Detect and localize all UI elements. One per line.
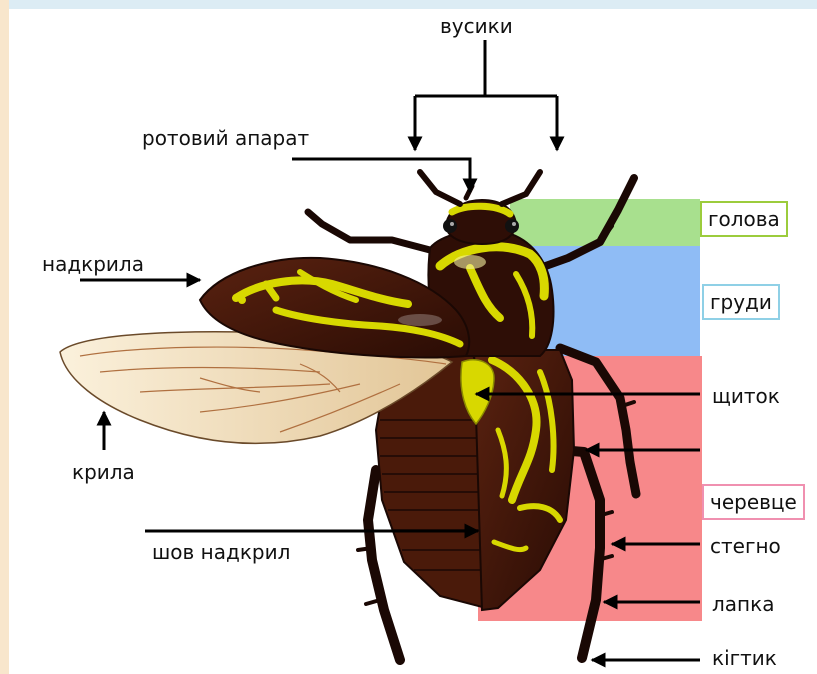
label-femur: стегно — [710, 536, 781, 556]
label-mouthparts: ротовий апарат — [142, 128, 309, 148]
label-claw: кігтик — [712, 648, 777, 668]
label-abdomen: черевце — [702, 484, 805, 520]
label-tarsus: лапка — [712, 594, 774, 614]
label-scutellum: щиток — [712, 386, 780, 406]
label-antennae: вусики — [440, 16, 513, 36]
label-thorax: груди — [702, 284, 780, 320]
label-elytra-suture: шов надкрил — [152, 542, 290, 562]
label-wings: крила — [72, 462, 135, 482]
label-elytra: надкрила — [42, 254, 144, 274]
label-head: голова — [700, 201, 788, 237]
